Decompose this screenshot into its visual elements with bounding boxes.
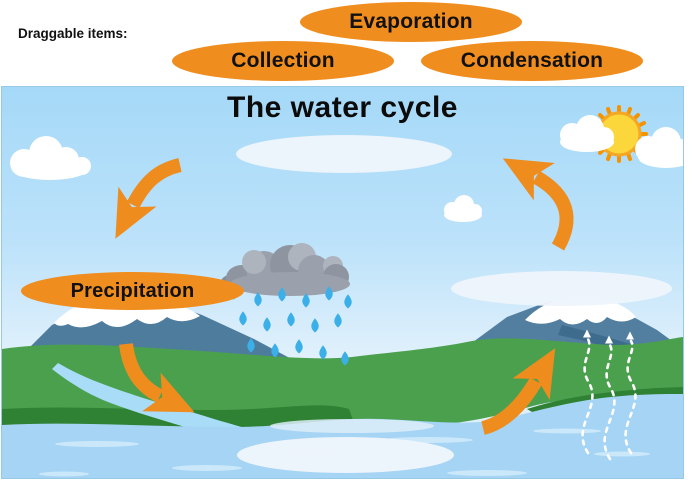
drop-zone-bottom-center[interactable] xyxy=(237,437,454,473)
cloud-right-edge xyxy=(635,127,683,168)
cycle-arrow-up-left xyxy=(502,158,574,251)
cloud-top-left xyxy=(10,136,91,180)
draggable-chip-collection[interactable]: Collection xyxy=(172,41,394,81)
drop-zone-top-center[interactable] xyxy=(236,135,452,173)
tray-label: Draggable items: xyxy=(18,26,128,41)
cycle-arrow-down-left xyxy=(115,158,182,239)
water-cycle-diagram: The water cycle xyxy=(1,86,684,479)
cycle-arrow-up-right xyxy=(480,348,556,435)
cycle-arrow-down-right xyxy=(119,342,195,413)
drop-zone-right[interactable] xyxy=(451,271,672,306)
cycle-arrows xyxy=(115,158,574,435)
draggable-items-tray: Draggable items: Evaporation Collection … xyxy=(0,0,689,86)
steam-arrow-icon xyxy=(581,337,637,461)
page-title: The water cycle xyxy=(227,91,458,124)
scene-art xyxy=(2,105,683,478)
cloud-near-sun xyxy=(560,115,614,152)
chip-label: Evaporation xyxy=(349,10,473,33)
cloud-small-mid xyxy=(444,195,482,222)
chip-label: Collection xyxy=(231,49,335,72)
chip-label: Precipitation xyxy=(70,279,195,302)
draggable-chip-precipitation[interactable]: Precipitation xyxy=(21,272,244,310)
draggable-chip-condensation[interactable]: Condensation xyxy=(421,41,643,81)
chip-label: Condensation xyxy=(460,49,604,72)
river-mouth-foam xyxy=(270,419,434,433)
cloud-icon xyxy=(10,115,683,222)
draggable-chip-evaporation[interactable]: Evaporation xyxy=(300,2,522,42)
